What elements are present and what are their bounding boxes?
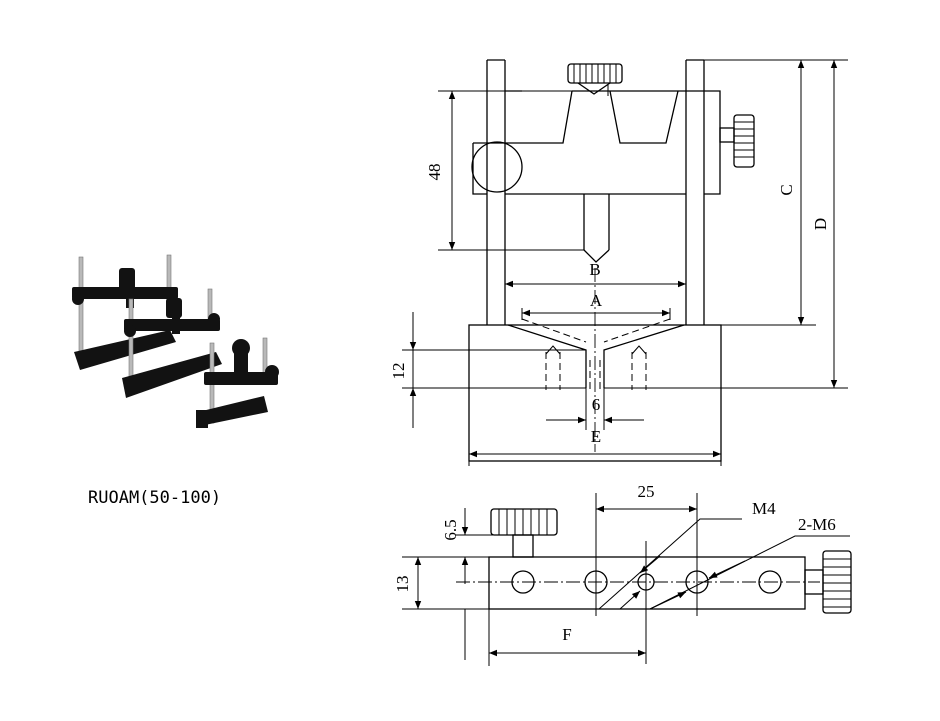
- top-knurled-knob: [567, 63, 623, 84]
- front-view: [468, 59, 755, 462]
- clamp-unit-3: [196, 337, 279, 428]
- label-48: 48: [425, 164, 444, 181]
- top-view-dimensions: 25 M4 2-M6 6.5 13 F: [393, 482, 850, 666]
- label-e: E: [591, 427, 601, 446]
- front-view-dimensions: 48 B A C D 12 6 E: [389, 59, 848, 466]
- top-view-bar: [488, 556, 806, 610]
- label-a: A: [590, 291, 603, 310]
- top-view-end-knob: [822, 550, 852, 614]
- label-6-5: 6.5: [441, 519, 460, 540]
- label-25: 25: [638, 482, 655, 501]
- label-d: D: [811, 218, 830, 230]
- top-view: [456, 493, 852, 664]
- clamp-unit-1: [72, 254, 178, 370]
- round-lock-knob: [471, 141, 523, 193]
- label-b: B: [589, 260, 600, 279]
- label-f: F: [562, 625, 571, 644]
- label-2-m6: 2-M6: [798, 515, 836, 534]
- label-6: 6: [592, 395, 601, 414]
- product-caption: RUOAM(50-100): [88, 488, 221, 508]
- label-13: 13: [393, 576, 412, 593]
- label-m4: M4: [752, 499, 776, 518]
- label-12: 12: [389, 363, 408, 380]
- label-c: C: [777, 184, 796, 195]
- hole-4: [758, 570, 782, 594]
- hole-1: [511, 570, 535, 594]
- product-photo: [72, 254, 279, 428]
- clamp-unit-2: [122, 288, 222, 398]
- side-knurled-knob: [733, 114, 755, 168]
